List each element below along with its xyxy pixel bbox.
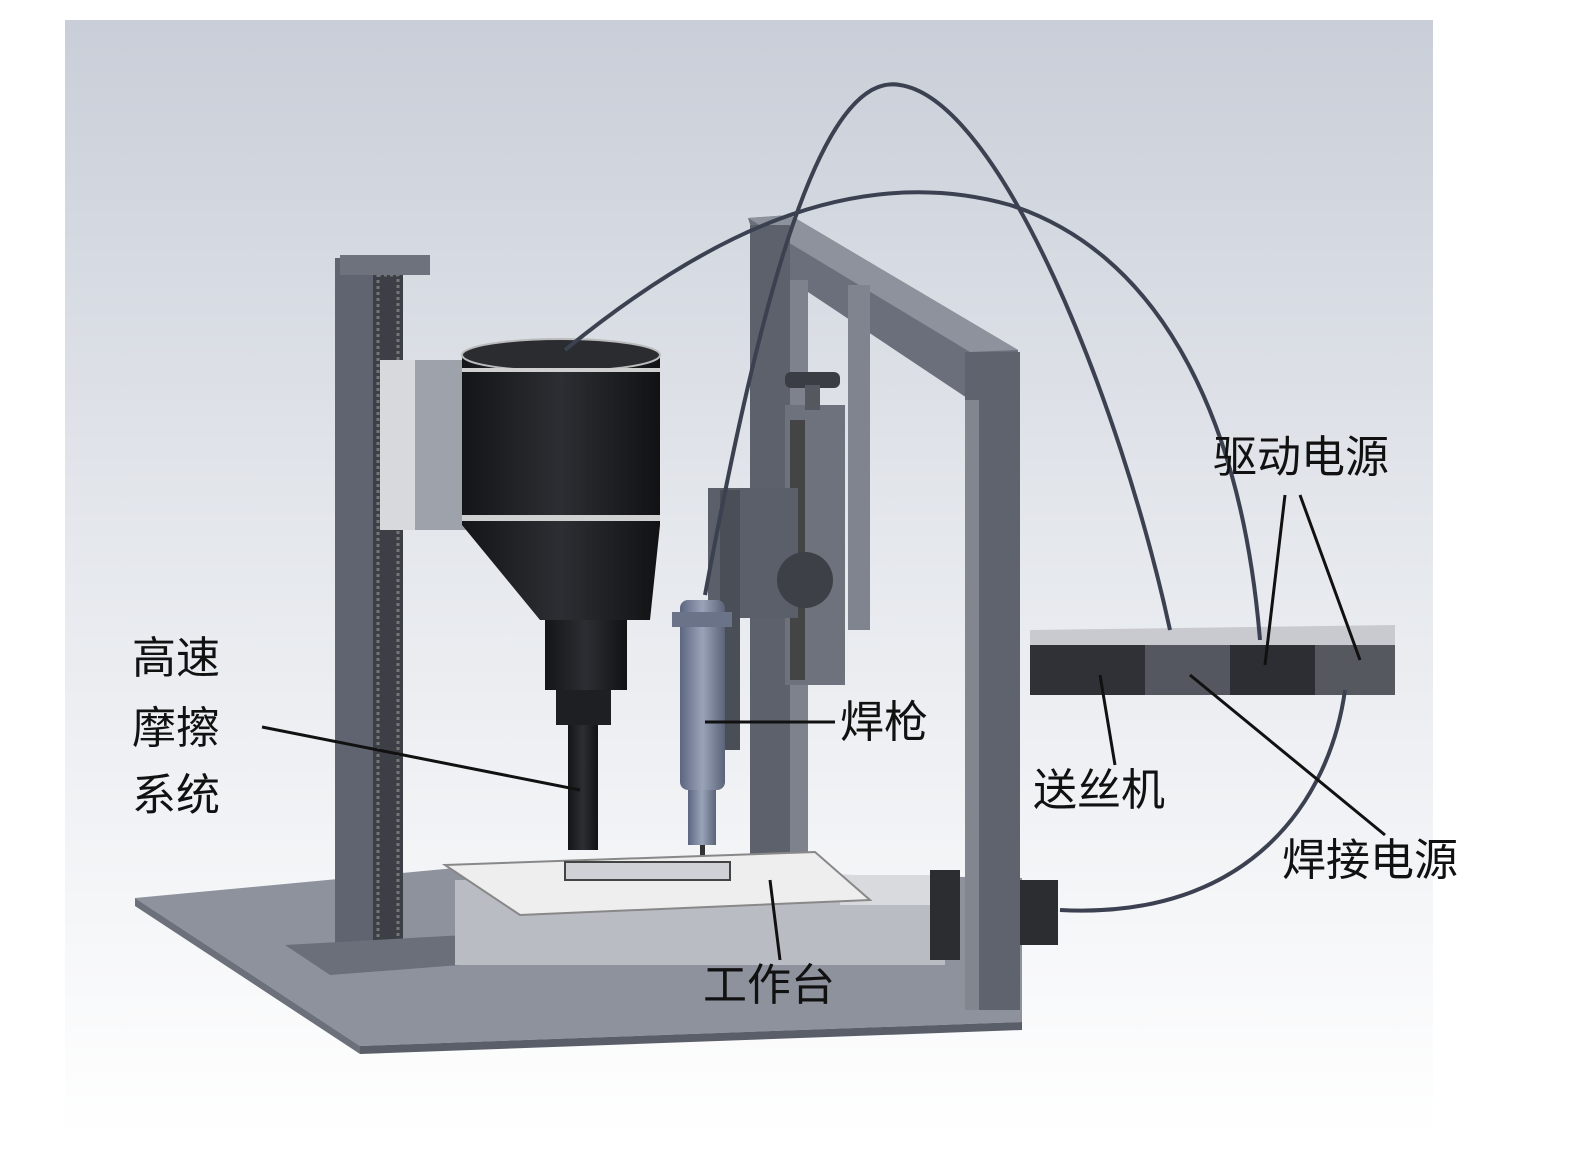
drive-power-box-1 [1230,645,1315,695]
label-friction-system-line1: 高速 [132,633,220,684]
left-column [335,258,373,958]
welding-torch [680,600,725,790]
workpiece [564,861,731,881]
label-welding-torch: 焊枪 [840,697,928,748]
base-plate-edge [360,1022,1022,1054]
drive-power-box-2 [1315,645,1395,695]
leader-lines [261,494,1386,961]
cables [563,82,1347,913]
vertical-slide [848,285,870,630]
label-wire-feeder: 送丝机 [1033,765,1165,816]
worktable-plate [441,850,873,917]
label-welding-power: 焊接电源 [1282,835,1458,886]
label-drive-power: 驱动电源 [1213,432,1389,483]
gantry-top-beam [748,215,1018,400]
label-worktable: 工作台 [703,960,835,1011]
spindle-motor [462,355,660,525]
label-friction-system-line3: 系统 [132,770,220,821]
welding-power-box [1145,645,1230,695]
label-friction-system-line2: 摩擦 [132,703,220,754]
column-foot [285,935,465,975]
wire-feeder-box [1030,645,1145,695]
